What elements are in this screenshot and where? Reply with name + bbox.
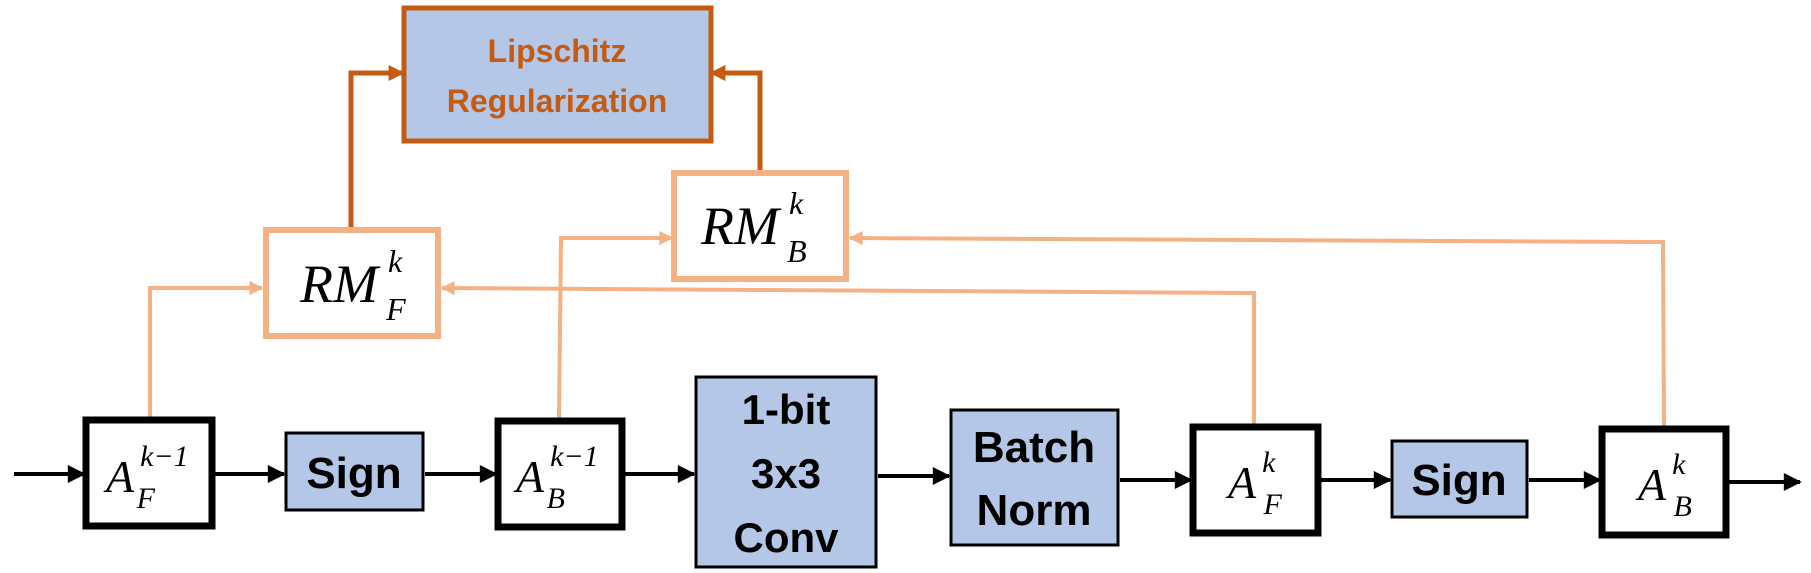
sign-label-2: Sign bbox=[1411, 456, 1506, 505]
afprev-to-rmf-line bbox=[148, 281, 264, 418]
activation-f-k-label: A k F bbox=[1225, 446, 1282, 521]
conv-box: 1-bit 3x3 Conv bbox=[694, 375, 878, 569]
main-flow-arrows bbox=[14, 465, 1802, 491]
activation-b-prev-label: A k−1 B bbox=[513, 440, 603, 515]
conv-label-line2: 3x3 bbox=[751, 450, 821, 497]
sign-box-2: Sign bbox=[1390, 439, 1529, 519]
batchnorm-box: Batch Norm bbox=[949, 408, 1120, 547]
lipschitz-regularization-box: Lipschitz Regularization bbox=[401, 5, 714, 144]
orange-connectors bbox=[348, 65, 763, 229]
conv-label-line1: 1-bit bbox=[742, 386, 831, 433]
afk-to-rmf-line bbox=[440, 281, 1256, 428]
batchnorm-label-line2: Norm bbox=[977, 486, 1092, 535]
rm-f-box: RM k F bbox=[263, 227, 441, 339]
activation-b-prev-box: A k−1 B bbox=[494, 417, 626, 531]
activation-b-k-box: A k B bbox=[1598, 425, 1730, 539]
batchnorm-label-line1: Batch bbox=[973, 423, 1095, 472]
activation-f-k-box: A k F bbox=[1189, 423, 1322, 537]
activation-f-prev-label: A k−1 F bbox=[103, 440, 193, 515]
abprev-to-rmb-line bbox=[557, 231, 674, 421]
sign-label-1: Sign bbox=[306, 449, 401, 498]
regularization-label-line1: Lipschitz bbox=[488, 33, 627, 69]
peach-connectors bbox=[148, 231, 1666, 429]
rm-b-box: RM k B bbox=[671, 170, 849, 282]
rmf-to-regularization-line bbox=[348, 65, 405, 229]
rm-b-label: RM k B bbox=[700, 185, 807, 269]
regularization-label-line2: Regularization bbox=[447, 83, 667, 119]
abk-to-rmb-line bbox=[848, 231, 1666, 429]
sign-box-1: Sign bbox=[284, 431, 425, 512]
rm-f-label: RM k F bbox=[299, 243, 406, 327]
activation-b-k-label: A k B bbox=[1635, 448, 1692, 523]
rmb-to-regularization-line bbox=[709, 65, 763, 172]
activation-f-prev-box: A k−1 F bbox=[82, 416, 216, 530]
conv-label-line3: Conv bbox=[734, 514, 840, 561]
